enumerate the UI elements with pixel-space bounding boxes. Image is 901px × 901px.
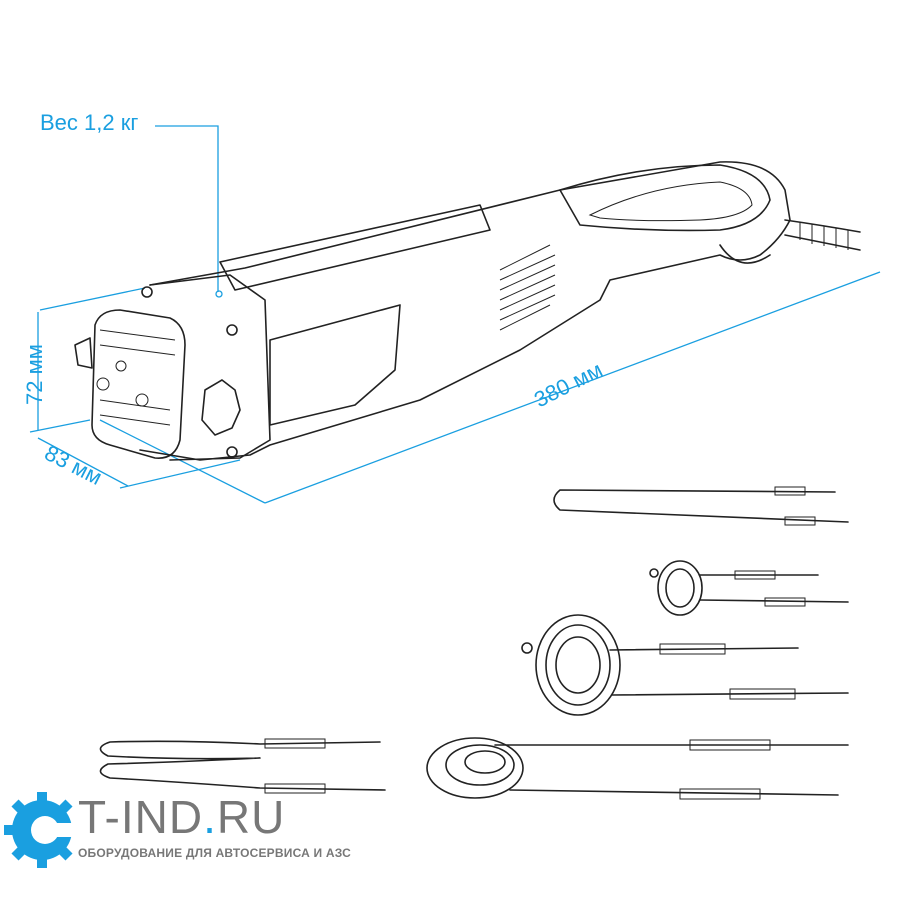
logo-gear-icon [4,792,85,868]
coil-flat-serpentine [99,738,386,794]
logo-name-part2: RU [216,791,286,843]
weight-label: Вес 1,2 кг [40,110,139,135]
logo-wordmark: T-IND.RU [78,790,285,844]
logo-tagline: ОБОРУДОВАНИЕ ДЛЯ АВТОСЕРВИСА И АЗС [78,846,352,860]
height-dimension-label: 72 мм [22,344,47,405]
coil-hairpin [553,486,849,526]
logo-name-part1: T-IND [78,791,204,843]
logo-dot: . [203,791,217,843]
coil-small-helix [649,560,849,616]
coil-large-helix [521,614,849,716]
heater-body [74,161,861,461]
coil-flat-spiral [426,737,849,800]
dimension-lines [29,125,881,504]
